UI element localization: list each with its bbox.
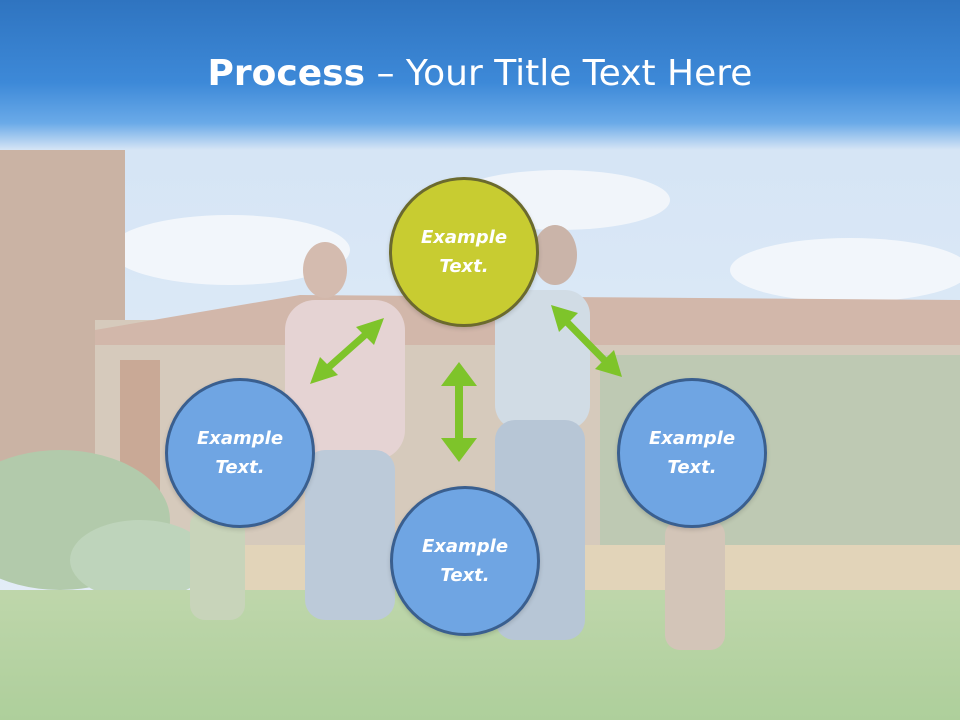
- node-left-text: Example Text.: [196, 428, 284, 478]
- arrow-top-left: [310, 318, 384, 384]
- process-node-left[interactable]: Example Text.: [165, 378, 315, 528]
- node-top-text: Example Text.: [420, 227, 508, 277]
- arrow-top-bottom: [441, 362, 477, 462]
- slide-title[interactable]: Process – Your Title Text Here: [0, 52, 960, 96]
- arrow-top-right: [551, 305, 622, 377]
- node-bottom-text: Example Text.: [421, 536, 509, 586]
- process-node-bottom[interactable]: Example Text.: [390, 486, 540, 636]
- title-rest: – Your Title Text Here: [365, 53, 753, 94]
- node-right-text: Example Text.: [648, 428, 736, 478]
- process-node-right[interactable]: Example Text.: [617, 378, 767, 528]
- title-bold: Process: [207, 53, 366, 94]
- title-bar: [0, 0, 960, 150]
- process-node-top[interactable]: Example Text.: [389, 177, 539, 327]
